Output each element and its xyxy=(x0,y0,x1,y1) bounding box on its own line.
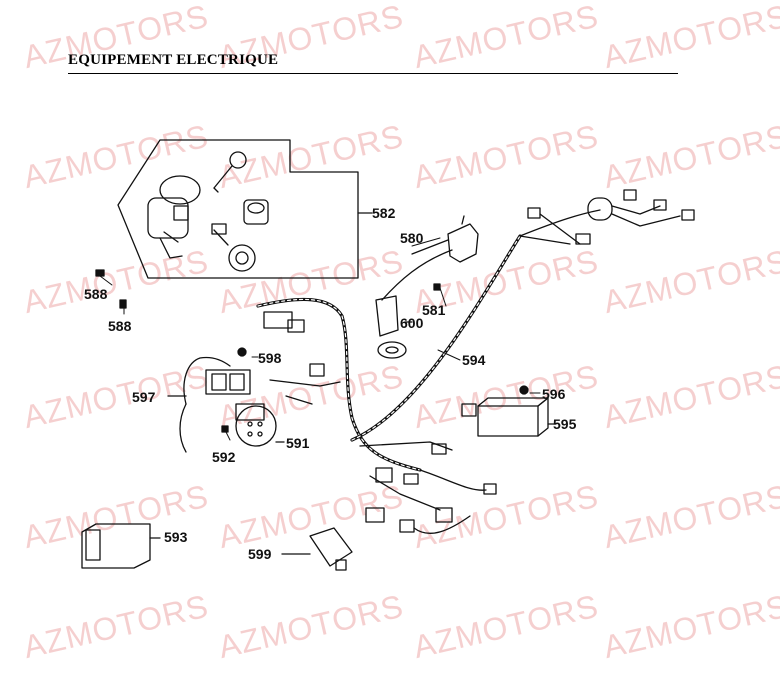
grommet xyxy=(377,321,413,359)
callout-582: 582 xyxy=(372,205,396,221)
callout-588: 588 xyxy=(84,286,108,302)
title-underline xyxy=(68,73,678,74)
callout-599: 599 xyxy=(248,546,272,562)
callout-594: 594 xyxy=(462,352,486,368)
regulator-rectifier xyxy=(461,397,557,437)
key-icon xyxy=(213,151,247,193)
callout-581: 581 xyxy=(422,302,446,318)
callout-600: 600 xyxy=(400,315,424,331)
callout-591: 591 xyxy=(286,435,310,451)
main-wire-harness xyxy=(256,189,695,534)
cylinder-lock xyxy=(211,223,256,272)
page-title: EQUIPEMENT ELECTRIQUE xyxy=(68,52,279,68)
flasher-relay xyxy=(281,527,353,571)
screws xyxy=(95,269,529,433)
ignition-switch-frame xyxy=(117,139,373,279)
callout-597: 597 xyxy=(132,389,156,405)
starter-relay xyxy=(235,403,285,447)
callout-595: 595 xyxy=(553,416,577,432)
callout-596: 596 xyxy=(542,386,566,402)
seat-lock xyxy=(243,199,269,225)
callout-598: 598 xyxy=(258,350,282,366)
spark-plug-cap xyxy=(375,215,479,337)
callout-588: 588 xyxy=(108,318,132,334)
callout-580: 580 xyxy=(400,230,424,246)
leader-lines xyxy=(99,237,541,441)
callout-592: 592 xyxy=(212,449,236,465)
cdi-unit xyxy=(81,523,161,569)
ignition-barrel xyxy=(147,175,201,259)
turn-relay-harness xyxy=(167,356,251,453)
callout-593: 593 xyxy=(164,529,188,545)
